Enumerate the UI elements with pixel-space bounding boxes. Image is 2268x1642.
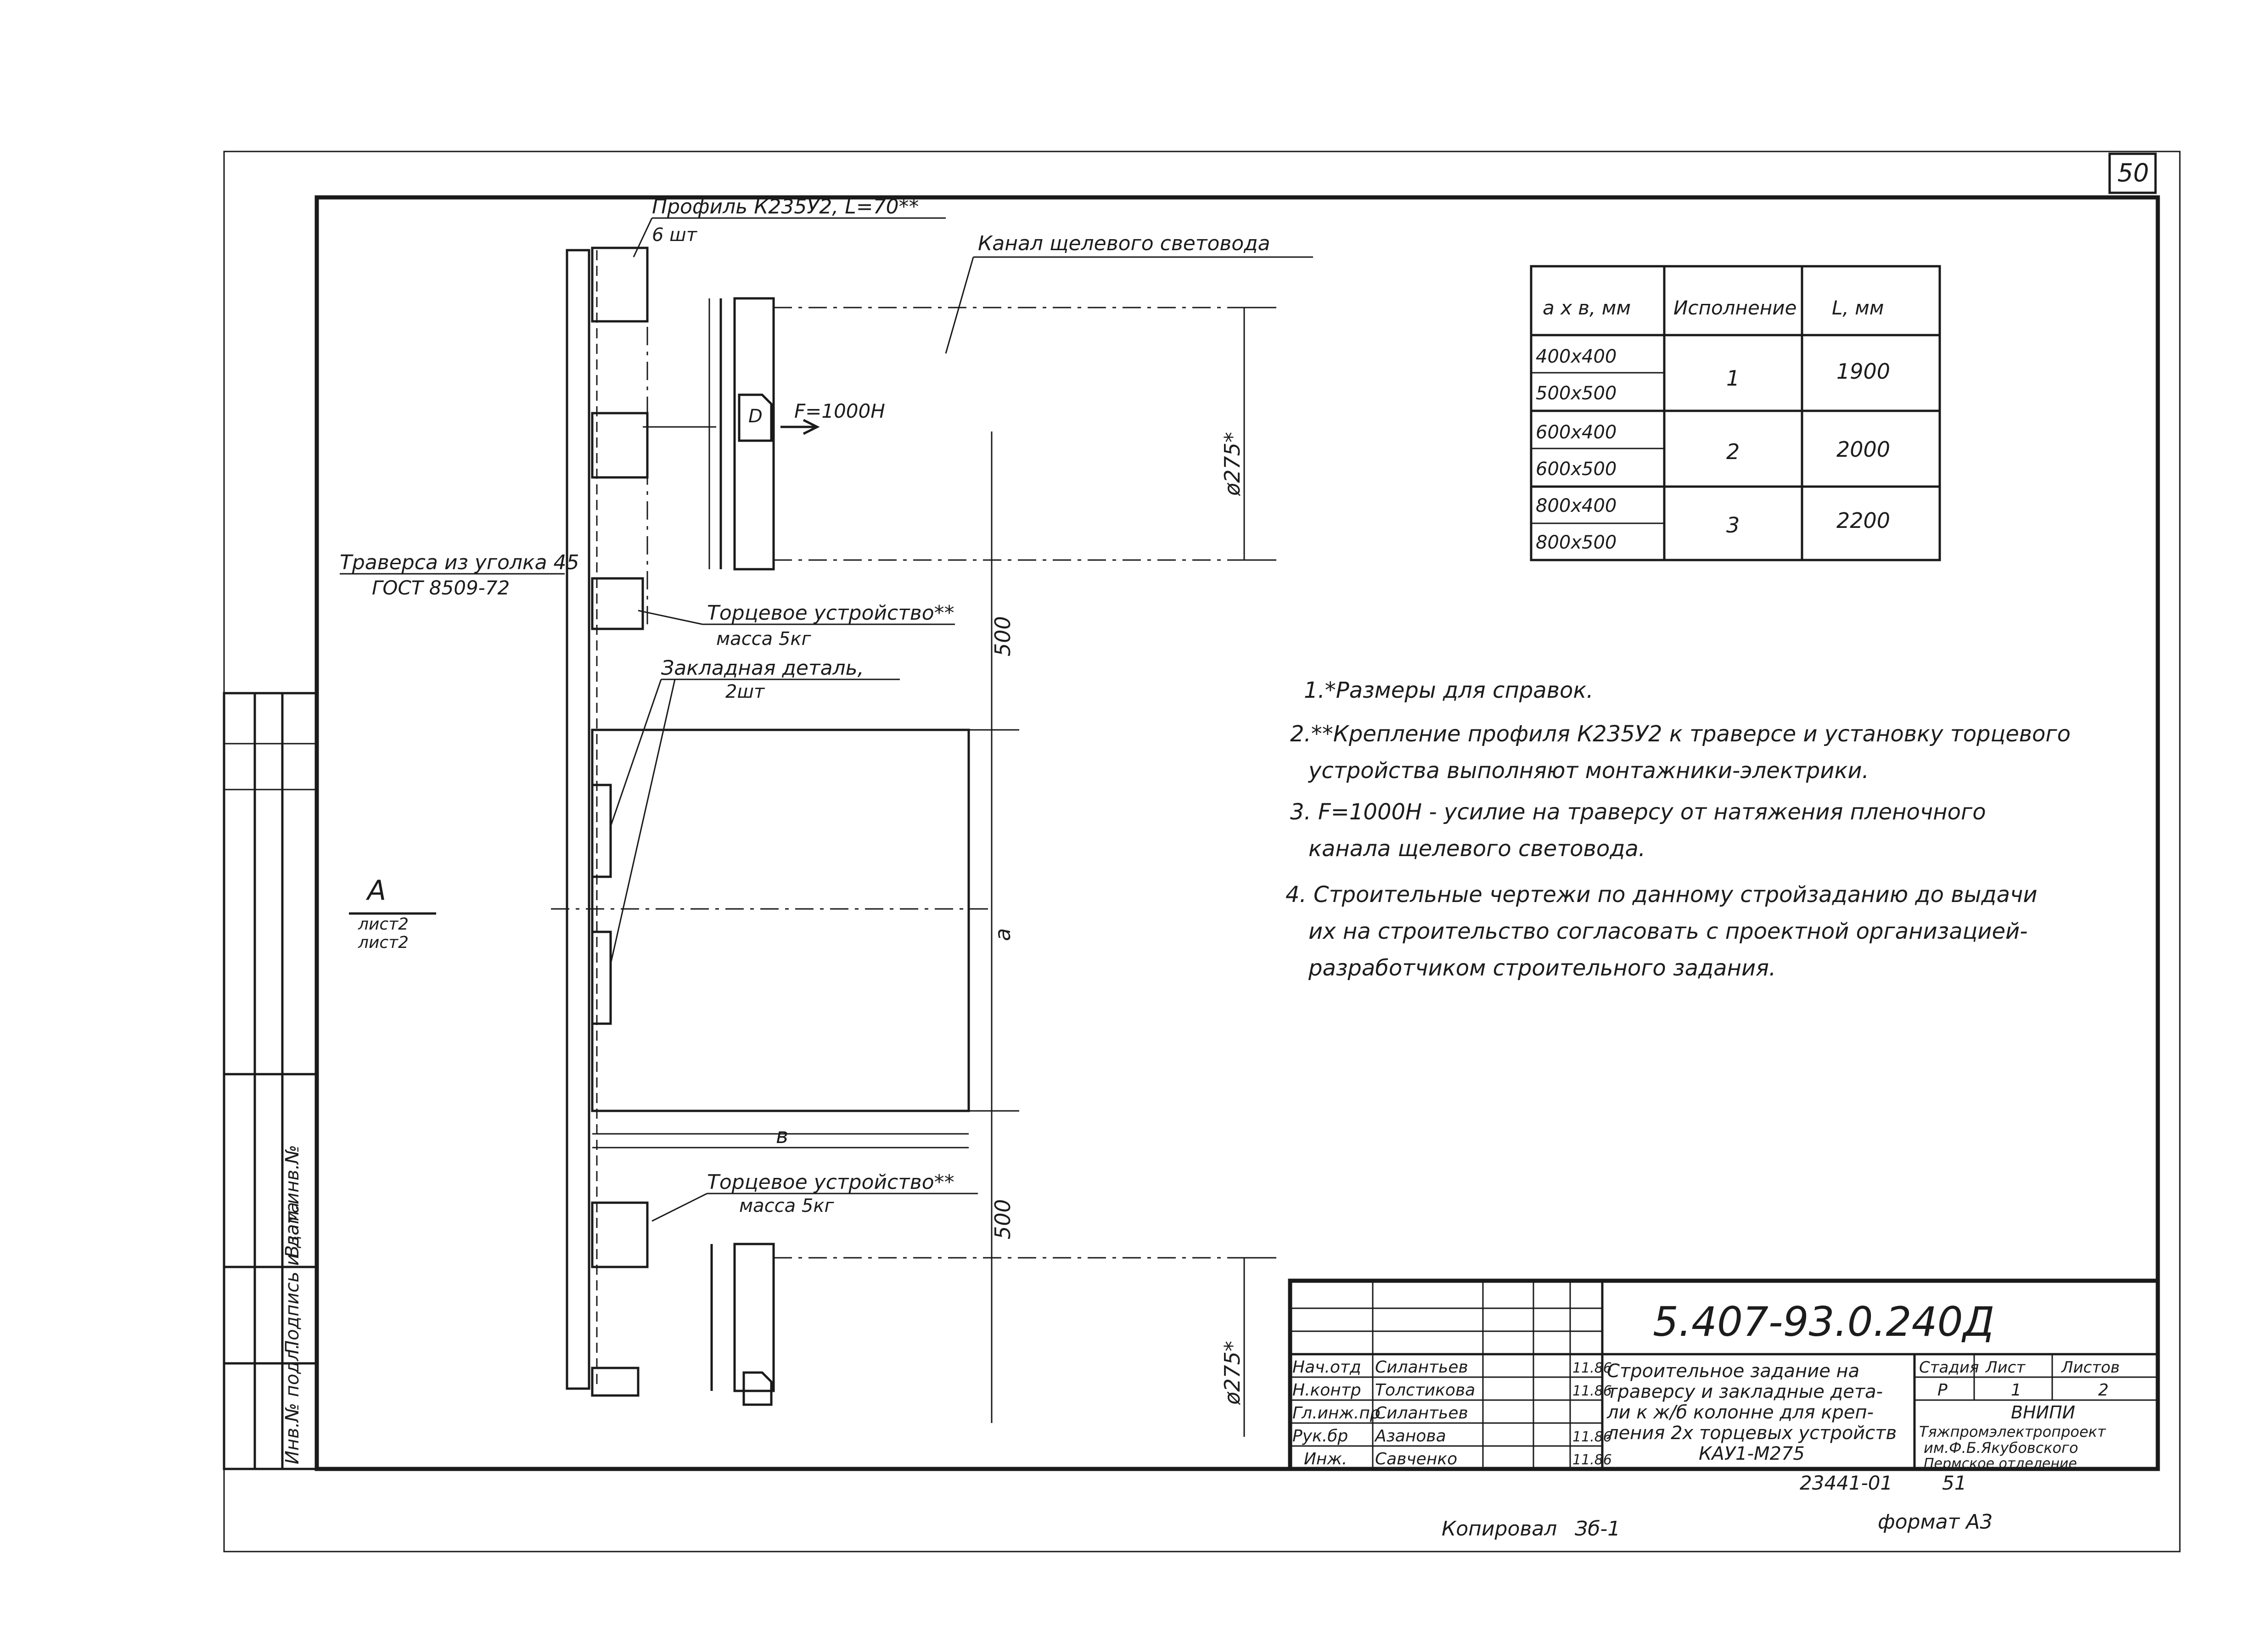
- end-device-bottom-mass: масса 5кг: [739, 1195, 835, 1216]
- section-sheet-ref: лист2: [358, 915, 409, 934]
- traverse-column: [566, 249, 598, 1390]
- margin-replace-label: Взам.инв.№: [282, 1145, 303, 1258]
- sheet-label: Лист: [1985, 1358, 2026, 1377]
- role-cell: Гл.инж.пр: [1292, 1404, 1381, 1423]
- title-line: КАУ1-М275: [1699, 1443, 1805, 1464]
- note-line: 4. Строительные чертежи по данному строй…: [1286, 882, 2038, 908]
- table-size-cell: 400х400: [1536, 346, 1617, 367]
- document-code: 5.407-93.0.240Д: [1653, 1298, 1994, 1345]
- embedded-part-count: 2шт: [725, 681, 765, 702]
- name-cell: Силантьев: [1375, 1404, 1468, 1423]
- role-cell: Инж.: [1304, 1450, 1347, 1468]
- sheet-number: 50: [2117, 158, 2149, 187]
- org-line: им.Ф.Б.Якубовского: [1924, 1439, 2078, 1457]
- table-size-cell: 800х500: [1536, 532, 1617, 553]
- title-block: 5.407-93.0.240Д Нач.отд Н.контр Гл.инж.п…: [1288, 1278, 2160, 1472]
- margin-signature-label: Подпись и дата: [282, 1202, 303, 1354]
- dim-500-bottom: 500: [990, 1199, 1015, 1239]
- end-device-top-callout: Торцевое устройство**: [707, 601, 954, 625]
- note-line: разработчиком строительного задания.: [1308, 955, 1776, 981]
- note-line: 1.*Размеры для справок.: [1304, 678, 1594, 703]
- table-variant-cell: 2: [1726, 439, 1740, 464]
- title-line: ли к ж/б колонне для креп-: [1606, 1402, 1874, 1423]
- archive-sheet: 51: [1942, 1472, 1966, 1494]
- table-length-cell: 2200: [1836, 508, 1890, 533]
- name-cell: Толстикова: [1375, 1381, 1475, 1400]
- table-header-size: а х в, мм: [1543, 297, 1631, 319]
- sheet-value: 1: [2011, 1381, 2021, 1400]
- channel-callout: Канал щелевого световода: [978, 232, 1270, 255]
- role-cell: Н.контр: [1292, 1381, 1361, 1400]
- notes-block: 1.*Размеры для справок. 2.**Крепление пр…: [1286, 678, 2071, 981]
- dim-bottom-diameter: ø275*: [1220, 1341, 1245, 1405]
- left-margin-stamp: Взам.инв.№ Подпись и дата Инв.№ подл.: [223, 692, 318, 1470]
- org-line: Тяжпромэлектропроект: [1919, 1423, 2106, 1440]
- org-line: Пермское отделение: [1924, 1456, 2077, 1472]
- traverse-callout: Траверса из уголка 45: [340, 551, 579, 574]
- section-letter: А: [365, 874, 386, 907]
- variants-table: а х в, мм Исполнение L, мм 400х400 500х5…: [1530, 265, 1941, 561]
- name-cell: Савченко: [1375, 1450, 1457, 1468]
- table-size-cell: 800х400: [1536, 495, 1617, 516]
- role-cell: Рук.бр: [1292, 1427, 1348, 1446]
- format-label: формат А3: [1878, 1510, 1993, 1534]
- stage-label: Стадия: [1919, 1358, 1979, 1377]
- embedded-part-callout: Закладная деталь,: [661, 656, 864, 680]
- stage-value: Р: [1937, 1381, 1948, 1400]
- concrete-section: [551, 729, 992, 1135]
- table-size-cell: 500х500: [1536, 383, 1617, 404]
- title-line: Строительное задание на: [1607, 1361, 1859, 1382]
- title-line: ления 2х торцевых устройств: [1606, 1423, 1897, 1444]
- table-size-cell: 600х400: [1536, 422, 1617, 443]
- table-size-cell: 600х500: [1536, 459, 1617, 480]
- date-cell: 11.86: [1572, 1452, 1612, 1468]
- copied-label: Копировал: [1442, 1517, 1557, 1541]
- table-length-cell: 2000: [1836, 437, 1890, 462]
- sheets-label: Листов: [2060, 1358, 2120, 1377]
- dim-a: а: [990, 928, 1015, 941]
- date-cell: 11.86: [1572, 1383, 1612, 1399]
- profile-count: 6 шт: [652, 224, 698, 246]
- note-line: их на строительство согласовать с проект…: [1308, 919, 2028, 944]
- top-end-device: D: [591, 247, 1240, 630]
- leader-lines: [340, 217, 1313, 1222]
- role-cell: Нач.отд: [1292, 1358, 1361, 1377]
- dimension-lines: ø275* ø275* 500 500 а в: [592, 307, 1276, 1437]
- table-header-variant: Исполнение: [1673, 297, 1796, 319]
- end-device-top-mass: масса 5кг: [716, 628, 812, 650]
- name-cell: Азанова: [1374, 1427, 1446, 1446]
- dim-b: в: [776, 1123, 788, 1148]
- section-sheet-ref-2: лист2: [358, 933, 409, 952]
- table-length-cell: 1900: [1836, 359, 1890, 384]
- end-device-bottom-callout: Торцевое устройство**: [707, 1171, 954, 1194]
- date-cell: 11.86: [1572, 1360, 1612, 1376]
- dim-500-top: 500: [990, 616, 1015, 656]
- force-label: F=1000Н: [794, 400, 885, 422]
- dim-top-diameter: ø275*: [1220, 432, 1245, 496]
- sheets-value: 2: [2098, 1381, 2109, 1400]
- note-line: канала щелевого световода.: [1308, 836, 1645, 862]
- margin-inventory-label: Инв.№ подл.: [282, 1344, 303, 1464]
- name-cell: Силантьев: [1375, 1358, 1468, 1377]
- svg-text:D: D: [748, 406, 763, 427]
- traverse-standard: ГОСТ 8509-72: [372, 577, 510, 599]
- bottom-end-device: [591, 1201, 1240, 1406]
- title-line: траверсу и закладные дета-: [1607, 1381, 1883, 1402]
- table-header-length: L, мм: [1832, 297, 1884, 319]
- note-line: устройства выполняют монтажники-электрик…: [1308, 758, 1869, 784]
- date-cell: 11.86: [1572, 1429, 1612, 1445]
- note-line: 2.**Крепление профиля К235У2 к траверсе …: [1290, 721, 2071, 747]
- profile-callout: Профиль К235У2, L=70**: [652, 195, 919, 219]
- org-line: ВНИПИ: [2011, 1402, 2075, 1423]
- sheet-number-box: [2108, 152, 2157, 194]
- table-variant-cell: 1: [1726, 366, 1740, 391]
- table-variant-cell: 3: [1726, 513, 1740, 538]
- note-line: 3. F=1000Н - усилие на траверсу от натяж…: [1290, 799, 1986, 825]
- copied-by: Зб-1: [1575, 1517, 1620, 1541]
- archive-number: 23441-01: [1800, 1472, 1892, 1494]
